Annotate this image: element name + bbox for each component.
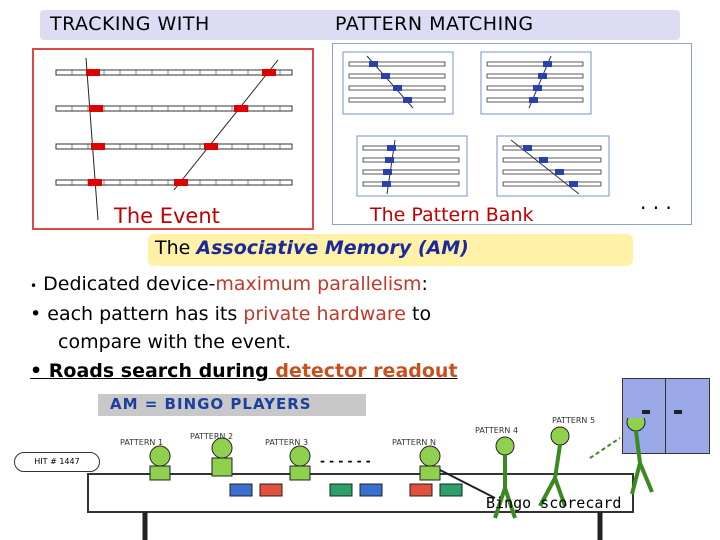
detector-layer bbox=[55, 105, 293, 112]
hit-marker bbox=[174, 179, 188, 186]
event-label: The Event bbox=[114, 204, 220, 228]
player-figure bbox=[538, 426, 570, 507]
pattern-label-n: PATTERN N bbox=[392, 438, 436, 447]
hit-marker bbox=[88, 179, 102, 186]
pattern-label-2: PATTERN 2 bbox=[190, 432, 234, 441]
event-hits bbox=[86, 69, 276, 186]
door-divider bbox=[665, 378, 666, 454]
event-panel bbox=[32, 48, 314, 230]
bingo-cards bbox=[229, 483, 463, 497]
player-figure bbox=[149, 445, 171, 481]
player-figure bbox=[211, 437, 233, 477]
bingo-scorecard-label: Bingo scorecard bbox=[486, 494, 622, 512]
bingo-banner bbox=[98, 394, 366, 416]
more-players-dots: - - - - - - bbox=[320, 454, 371, 468]
scorecard-pointer bbox=[439, 469, 496, 499]
am-heading-prefix: The bbox=[155, 237, 197, 259]
bullet-roads-search: • Roads search during detector readout bbox=[30, 360, 458, 382]
track-line bbox=[173, 59, 279, 191]
bullet-private-hardware-cont: compare with the event. bbox=[58, 331, 292, 353]
detector-layer bbox=[55, 69, 293, 76]
track-line bbox=[85, 57, 99, 221]
hit-marker bbox=[262, 69, 276, 76]
hit-marker bbox=[89, 105, 103, 112]
pattern-bank-label: The Pattern Bank bbox=[370, 204, 534, 226]
pattern-bank-diagram bbox=[342, 51, 610, 197]
am-heading-bar bbox=[148, 234, 633, 266]
title-bar bbox=[40, 10, 680, 40]
title-left: TRACKING WITH bbox=[50, 13, 210, 35]
pattern-bank-panel bbox=[332, 43, 692, 225]
pattern-card bbox=[480, 51, 592, 115]
player-figure bbox=[626, 418, 654, 495]
bullet-dedicated-device: • Dedicated device-maximum parallelism: bbox=[30, 273, 428, 295]
pattern-label-1: PATTERN 1 bbox=[120, 438, 164, 447]
player-figure bbox=[493, 436, 517, 519]
hit-marker bbox=[234, 105, 248, 112]
player-figure bbox=[419, 445, 441, 481]
more-patterns-ellipsis: . . . bbox=[640, 190, 672, 214]
hit-marker bbox=[91, 143, 105, 150]
event-diagram bbox=[55, 57, 293, 221]
pattern-card bbox=[496, 135, 610, 197]
door-handles bbox=[642, 410, 682, 414]
player-figure bbox=[289, 445, 311, 481]
bingo-players-cartoon bbox=[87, 418, 654, 540]
bullet-private-hardware: • each pattern has its private hardware … bbox=[30, 303, 432, 325]
pattern-label-5: PATTERN 5 bbox=[552, 416, 596, 425]
hit-marker bbox=[204, 143, 218, 150]
bingo-banner-text: AM = BINGO PLAYERS bbox=[110, 395, 312, 413]
am-heading: The Associative Memory (AM) bbox=[155, 237, 469, 259]
title-right: PATTERN MATCHING bbox=[335, 13, 534, 35]
hit-marker bbox=[86, 69, 100, 76]
pattern-card bbox=[342, 51, 454, 115]
am-heading-term: Associative Memory (AM) bbox=[196, 237, 469, 259]
pattern-label-3: PATTERN 3 bbox=[265, 438, 309, 447]
hit-counter-bubble: HIT # 1447 bbox=[14, 452, 100, 472]
pattern-label-4: PATTERN 4 bbox=[475, 426, 519, 435]
detector-layer bbox=[55, 143, 293, 150]
pattern-card bbox=[356, 135, 468, 197]
